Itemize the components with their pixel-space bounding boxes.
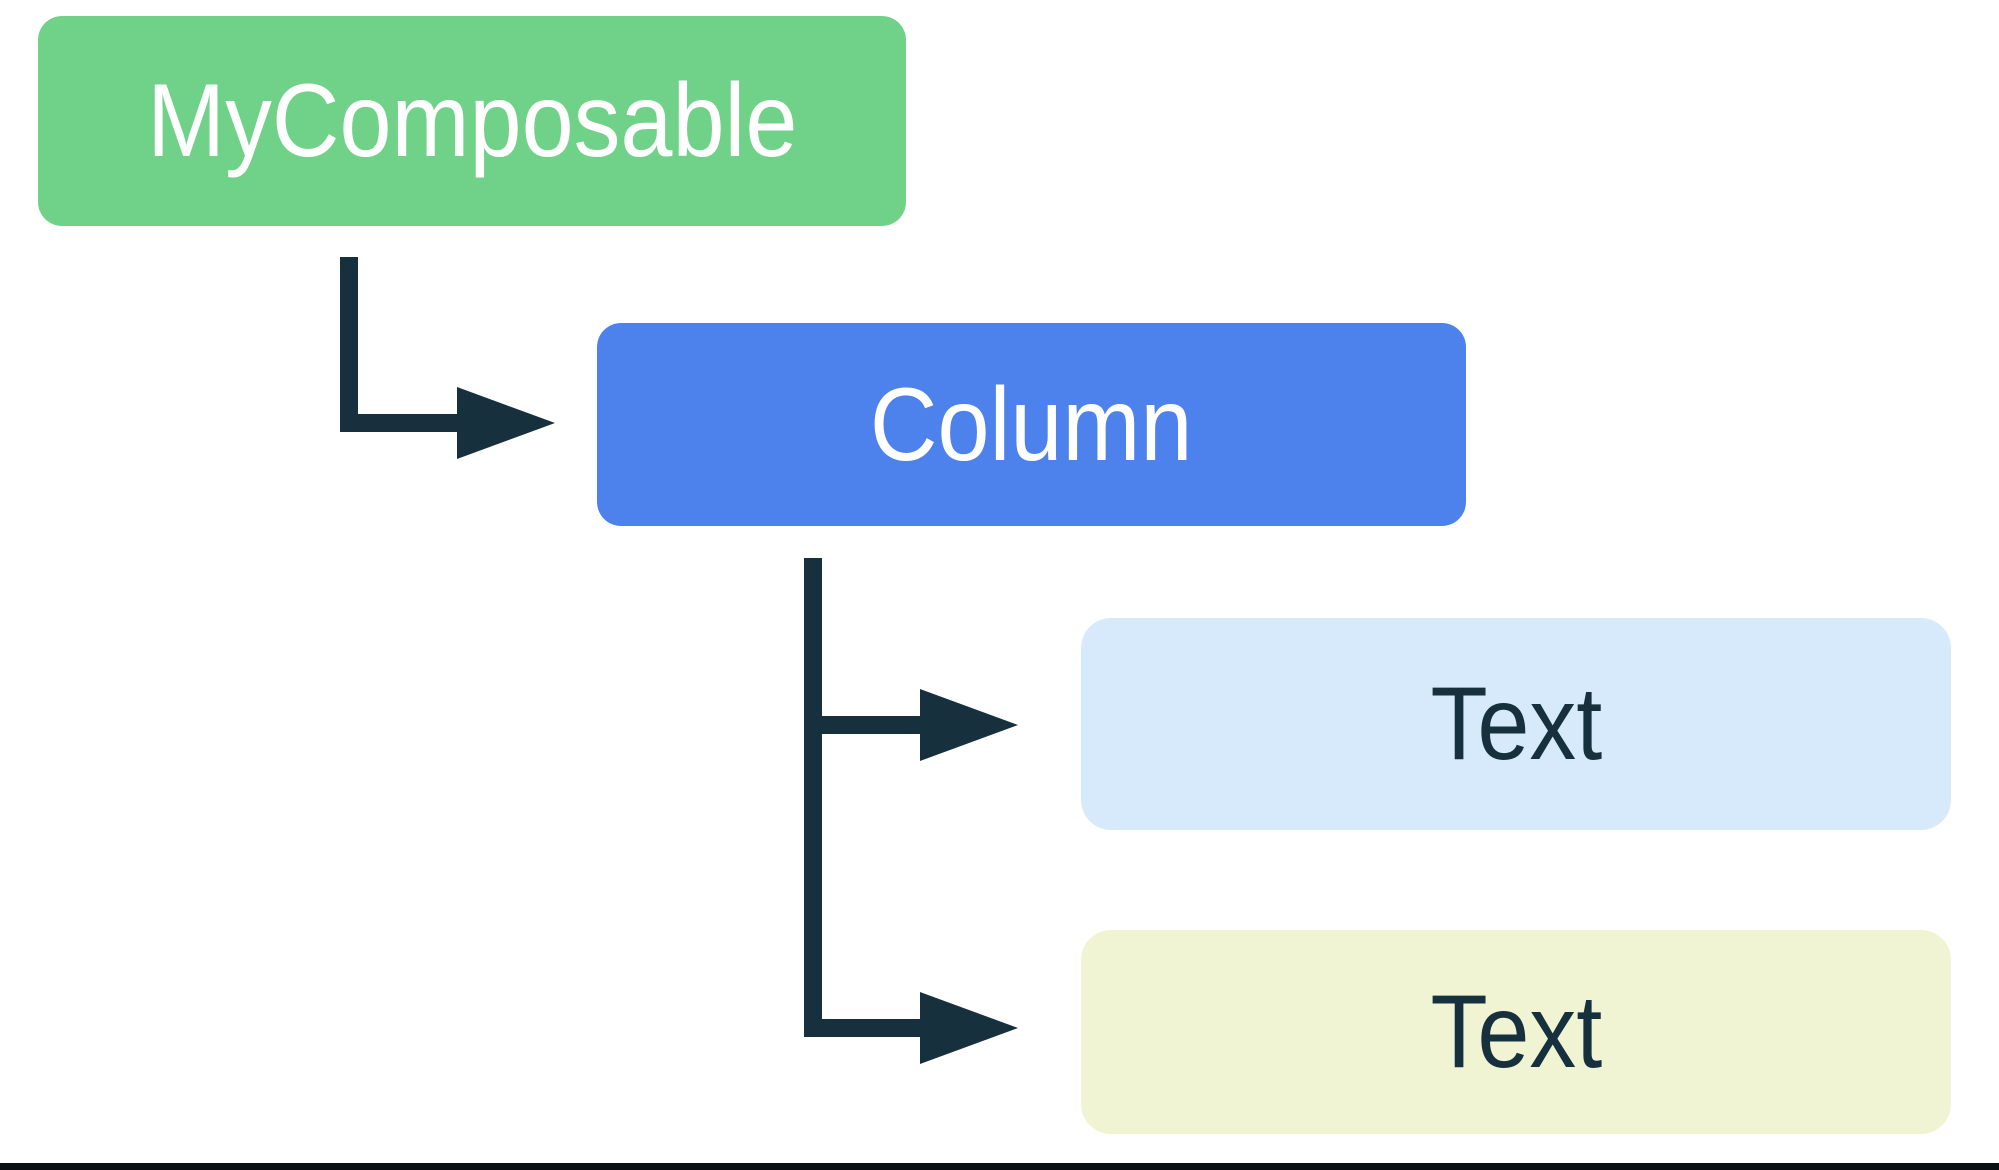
connector-column-trunk-vertical <box>804 558 822 1037</box>
node-column: Column <box>597 323 1466 526</box>
node-my-composable-label: MyComposable <box>146 63 798 179</box>
node-text-second-label: Text <box>1430 974 1602 1090</box>
connector-root-to-column-horizontal <box>340 414 457 432</box>
connector-column-to-text-first-horizontal <box>804 716 920 734</box>
arrowhead-icon <box>920 992 1018 1064</box>
node-text-second: Text <box>1081 930 1951 1134</box>
node-text-first-label: Text <box>1430 666 1602 782</box>
arrowhead-icon <box>457 387 555 459</box>
node-text-first: Text <box>1081 618 1951 830</box>
node-my-composable: MyComposable <box>38 16 906 226</box>
node-column-label: Column <box>870 366 1193 483</box>
connector-column-to-text-second-horizontal <box>804 1019 920 1037</box>
connector-root-to-column-vertical <box>340 257 358 432</box>
bottom-border-line <box>0 1163 1999 1170</box>
arrowhead-icon <box>920 689 1018 761</box>
